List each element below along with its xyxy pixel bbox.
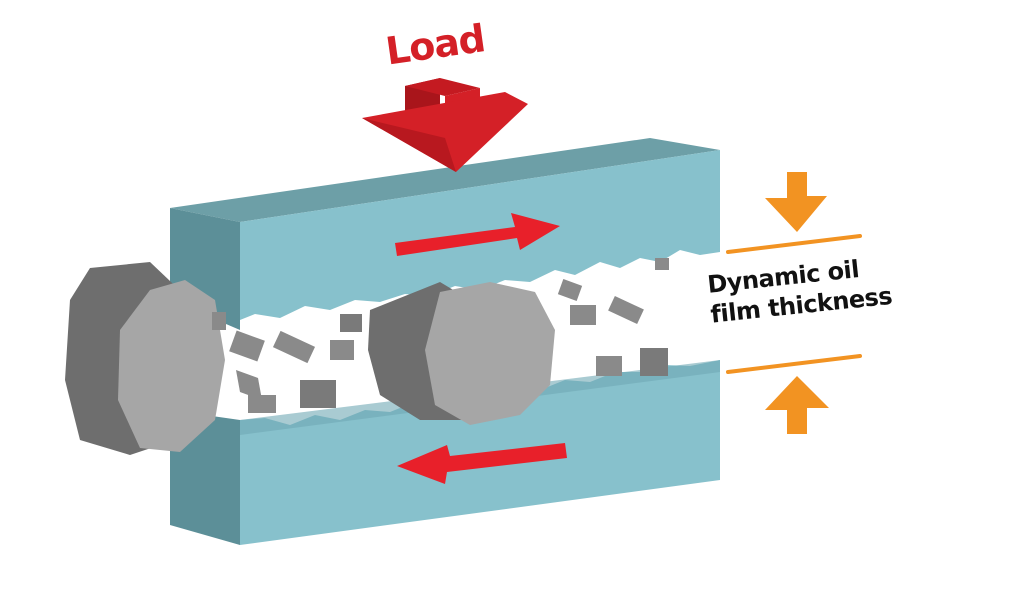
upper-block-top xyxy=(170,138,720,222)
debris-particle xyxy=(596,356,622,376)
debris-particle xyxy=(330,340,354,360)
debris-particle xyxy=(300,380,336,408)
debris-particle xyxy=(608,295,644,325)
debris-particle xyxy=(340,314,362,332)
debris-particle xyxy=(229,330,265,362)
debris-particle xyxy=(236,370,262,400)
large-particle-left-face xyxy=(118,280,225,452)
debris-particle xyxy=(212,312,226,330)
bottom-gauge-arrow xyxy=(765,376,829,434)
bottom-gauge-line xyxy=(726,354,862,374)
debris-particle xyxy=(570,305,596,325)
debris-particle xyxy=(655,258,669,270)
lower-block-front xyxy=(240,360,720,545)
debris-particle xyxy=(640,348,668,376)
wear-debris xyxy=(212,258,669,413)
film-thickness-gauge xyxy=(726,172,862,434)
top-gauge-line xyxy=(726,234,862,254)
large-particle-center xyxy=(368,282,555,425)
upper-motion-arrow xyxy=(395,213,560,256)
debris-particle xyxy=(272,330,316,364)
large-particle-center-face xyxy=(425,282,555,425)
large-particle-left xyxy=(65,262,225,455)
load-arrow-shaft-top xyxy=(405,78,480,96)
load-arrow xyxy=(362,78,528,172)
load-arrow-head-shade xyxy=(362,118,456,172)
debris-particle xyxy=(248,395,276,413)
load-arrow-head xyxy=(362,92,528,172)
debris-particle xyxy=(557,279,583,301)
top-gauge-arrow xyxy=(765,172,827,232)
lower-motion-arrow xyxy=(397,443,567,484)
